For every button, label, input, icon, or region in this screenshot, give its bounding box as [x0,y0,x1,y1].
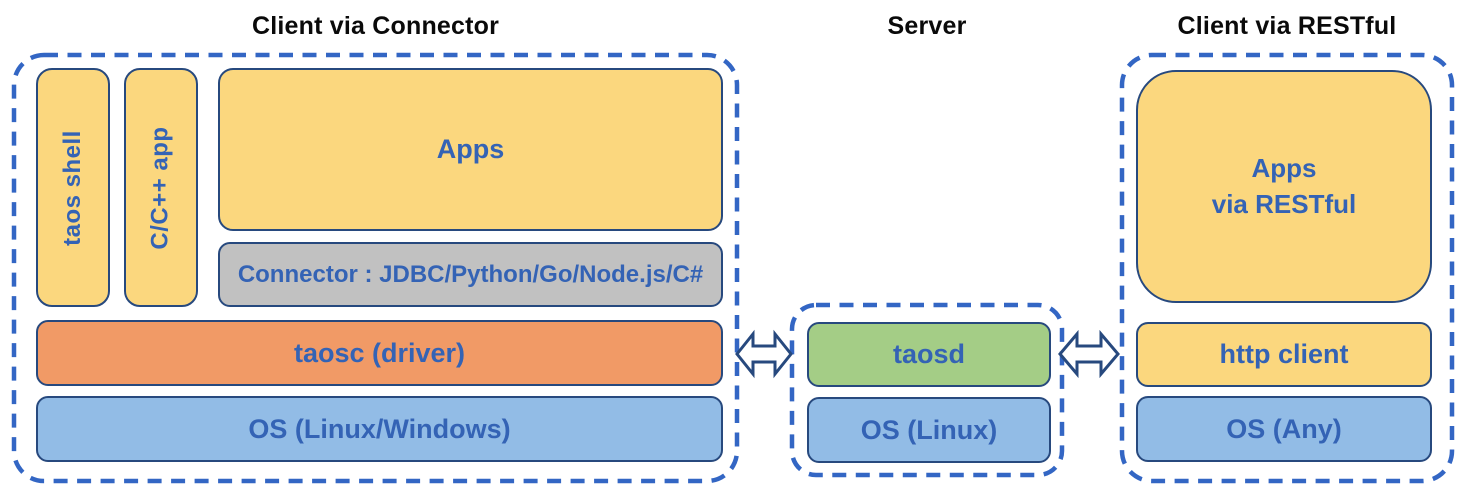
os-linux-label: OS (Linux) [860,414,998,445]
os-linux-windows-label: OS (Linux/Windows) [248,413,511,444]
node-cpp-app: C/C++ app [124,68,198,307]
section-title-client-via-restful: Client via RESTful [1177,12,1397,40]
node-taosc-driver: taosc (driver) [36,320,723,386]
apps-label: Apps [436,134,505,164]
taosd-label: taosd [892,339,965,369]
taos-shell-label: taos shell [59,129,86,246]
double-arrow-icon-left [735,329,793,379]
apps-via-restful-label-line2: via RESTful [1211,188,1357,219]
node-apps: Apps [218,68,723,231]
taosc-driver-label: taosc (driver) [293,337,466,368]
node-connector: Connector : JDBC/Python/Go/Node.js/C# [218,242,723,307]
http-client-label: http client [1219,339,1349,369]
section-title-server: Server [887,12,967,40]
connector-label: Connector : JDBC/Python/Go/Node.js/C# [237,260,704,288]
cpp-app-label: C/C++ app [147,125,175,250]
node-os-linux-windows: OS (Linux/Windows) [36,396,723,462]
node-os-any: OS (Any) [1136,396,1432,462]
os-any-label: OS (Any) [1226,413,1342,444]
node-os-linux: OS (Linux) [807,397,1051,463]
apps-via-restful-label-line1: Apps [1251,153,1317,184]
node-taosd: taosd [807,322,1051,387]
dashed-border-connector-section [11,52,740,484]
node-apps-via-restful: Apps via RESTful [1136,70,1432,303]
node-http-client: http client [1136,322,1432,387]
section-title-client-via-connector: Client via Connector [251,12,500,40]
dashed-border-server-section [789,302,1065,478]
node-taos-shell: taos shell [36,68,110,307]
dashed-border-restful-section [1119,52,1455,484]
double-arrow-icon-right [1058,329,1120,379]
